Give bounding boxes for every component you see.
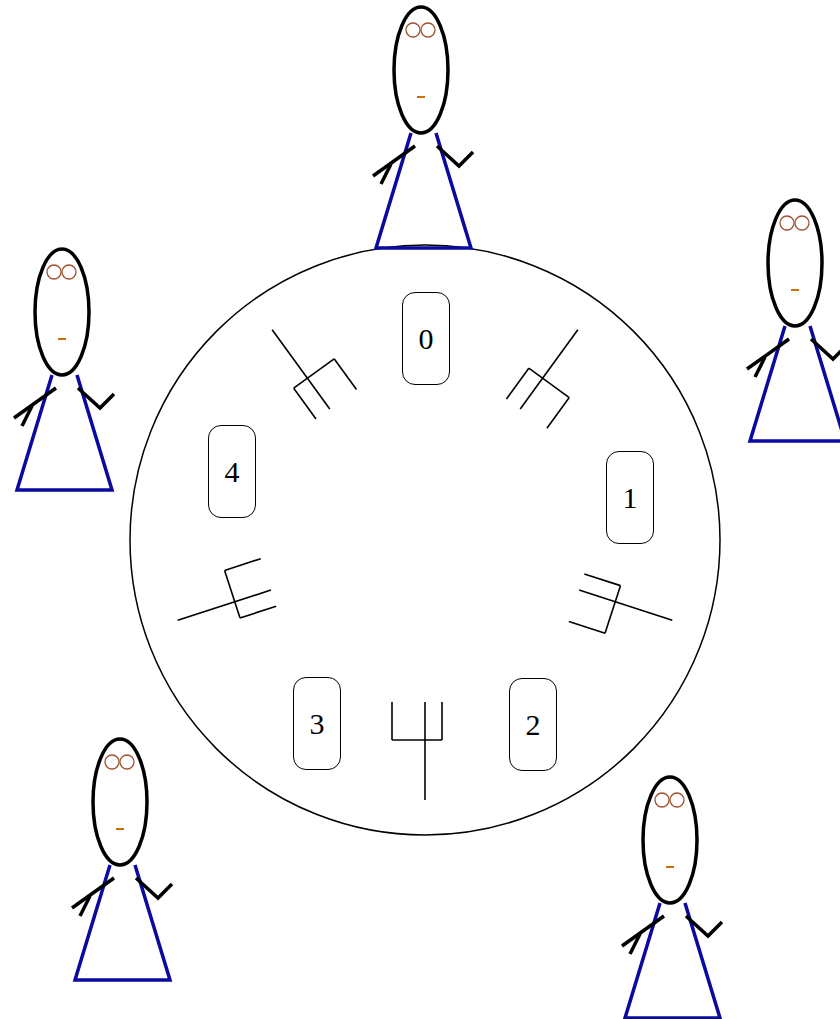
fork xyxy=(168,559,277,637)
philosopher xyxy=(72,739,172,980)
plate-box: 2 xyxy=(509,678,557,771)
fork xyxy=(506,320,604,429)
plate-box: 4 xyxy=(208,425,256,518)
philosopher xyxy=(622,777,722,1018)
plate-number: 0 xyxy=(419,324,434,354)
fork xyxy=(569,574,678,652)
fork xyxy=(392,702,442,800)
plate-box: 1 xyxy=(606,451,654,544)
philosopher xyxy=(373,7,473,248)
fork xyxy=(258,310,356,419)
philosopher xyxy=(14,249,114,490)
plate-box: 0 xyxy=(402,292,450,385)
table xyxy=(130,245,720,835)
plate-number: 2 xyxy=(526,710,541,740)
plate-number: 3 xyxy=(310,709,325,739)
philosopher xyxy=(747,200,840,441)
plate-number: 1 xyxy=(623,483,638,513)
plate-box: 3 xyxy=(293,677,341,770)
plate-number: 4 xyxy=(225,457,240,487)
